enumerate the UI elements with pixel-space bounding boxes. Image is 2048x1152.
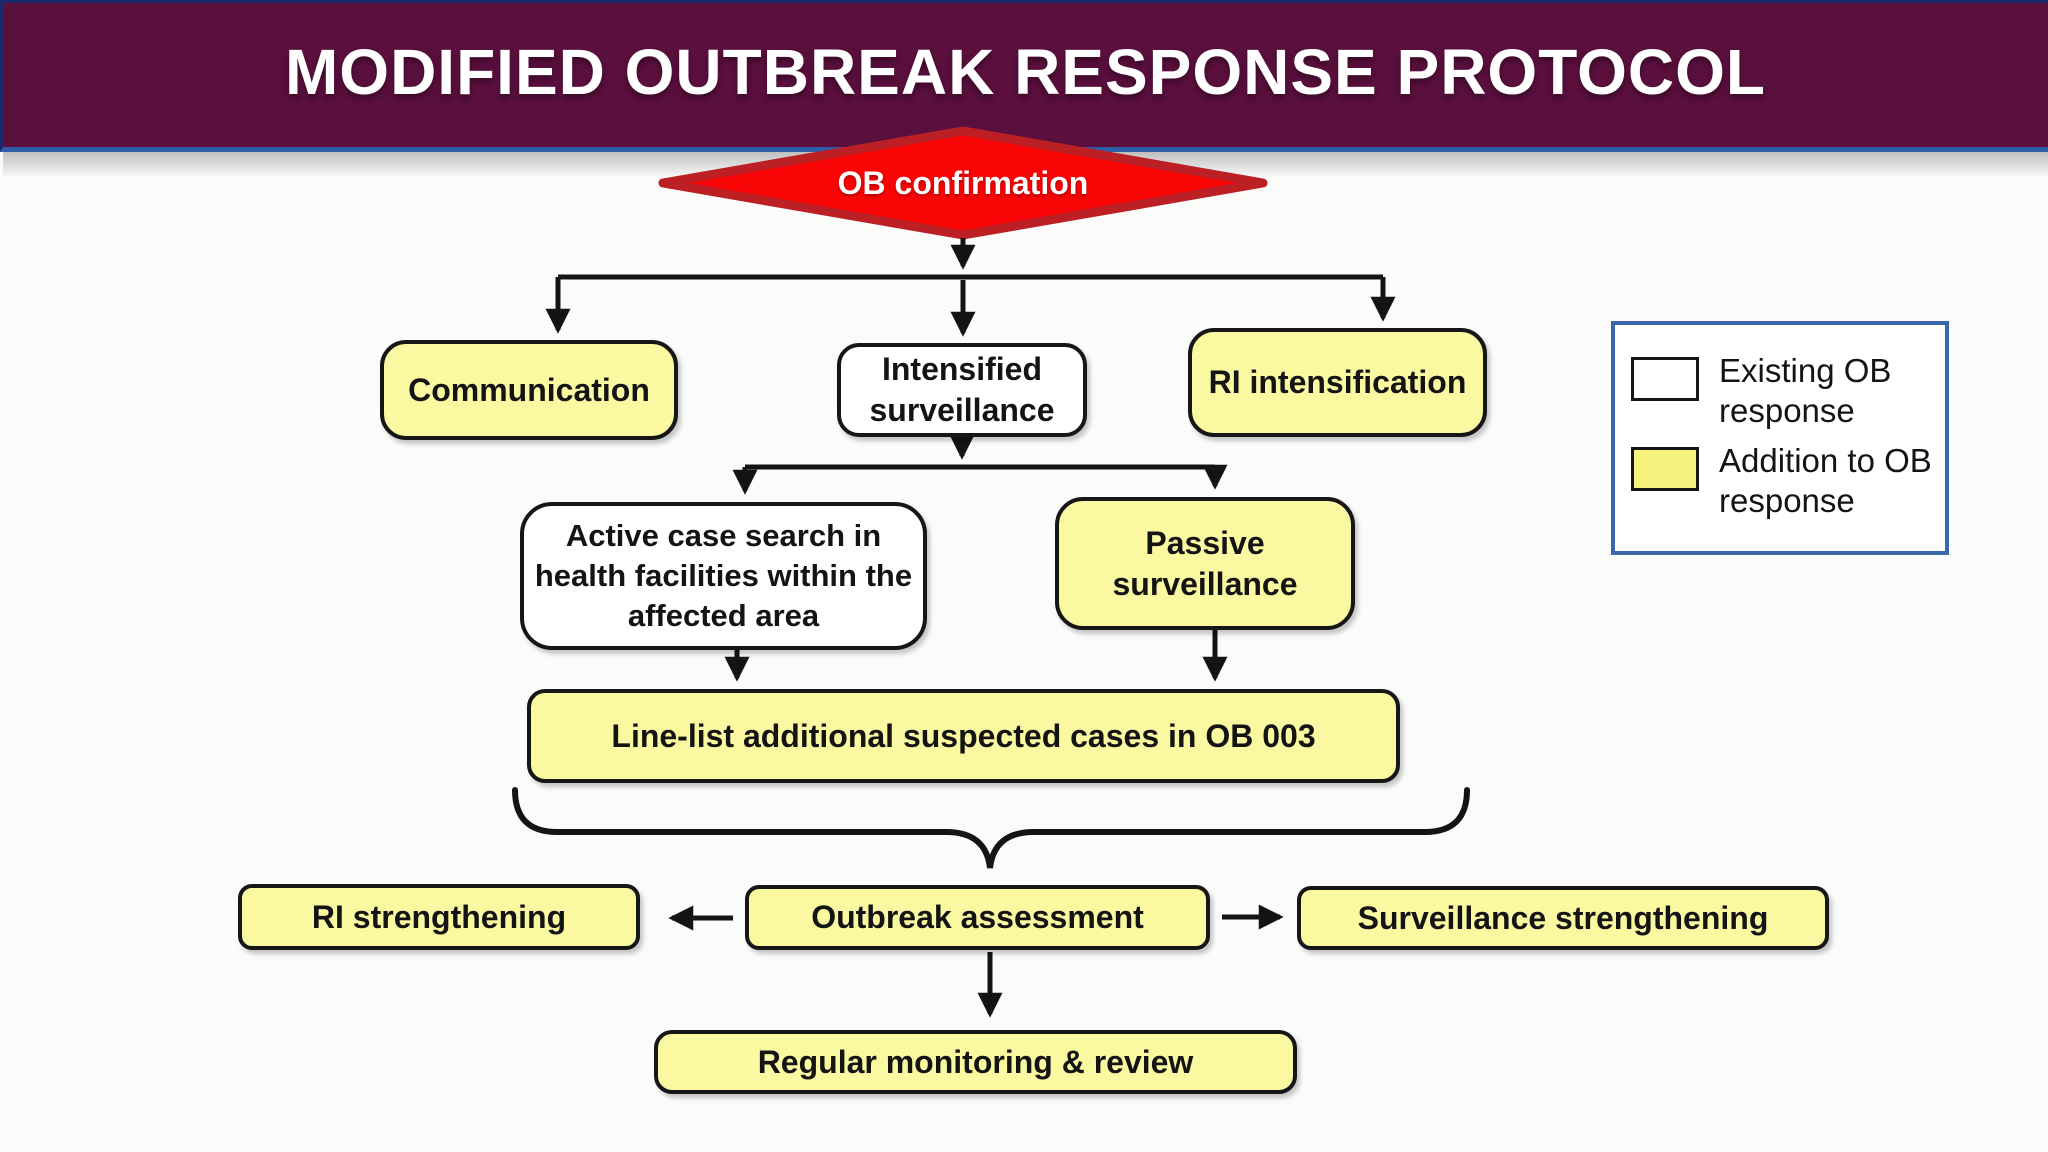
legend-item-addition: Addition to OB response: [1631, 441, 1935, 522]
node-surveillance-strengthening: Surveillance strengthening: [1297, 886, 1829, 950]
ob-confirmation-diamond: [658, 126, 1268, 240]
legend-label-addition: Addition to OB response: [1719, 441, 1932, 519]
node-active-case-search: Active case search in health facilities …: [520, 502, 927, 650]
node-ri-intensification: RI intensification: [1188, 328, 1487, 437]
node-communication: Communication: [380, 340, 678, 440]
page-title: MODIFIED OUTBREAK RESPONSE PROTOCOL: [284, 36, 1767, 108]
legend-swatch-existing: [1631, 357, 1699, 401]
ob-confirmation-label: OB confirmation: [837, 164, 1089, 201]
brace: [512, 787, 1470, 869]
legend-swatch-addition: [1631, 446, 1699, 491]
node-intensified-surveillance: Intensified surveillance: [837, 343, 1087, 437]
node-line-list: Line-list additional suspected cases in …: [527, 689, 1400, 783]
legend-label-existing: Existing OB response: [1719, 352, 1892, 430]
node-passive-surveillance: Passive surveillance: [1055, 497, 1355, 630]
node-ri-strengthening: RI strengthening: [238, 884, 640, 950]
legend-item-existing: Existing OB response: [1631, 351, 1935, 432]
legend: Existing OB response Addition to OB resp…: [1611, 321, 1949, 555]
node-outbreak-assessment: Outbreak assessment: [745, 885, 1210, 950]
node-regular-monitoring: Regular monitoring & review: [654, 1030, 1297, 1094]
